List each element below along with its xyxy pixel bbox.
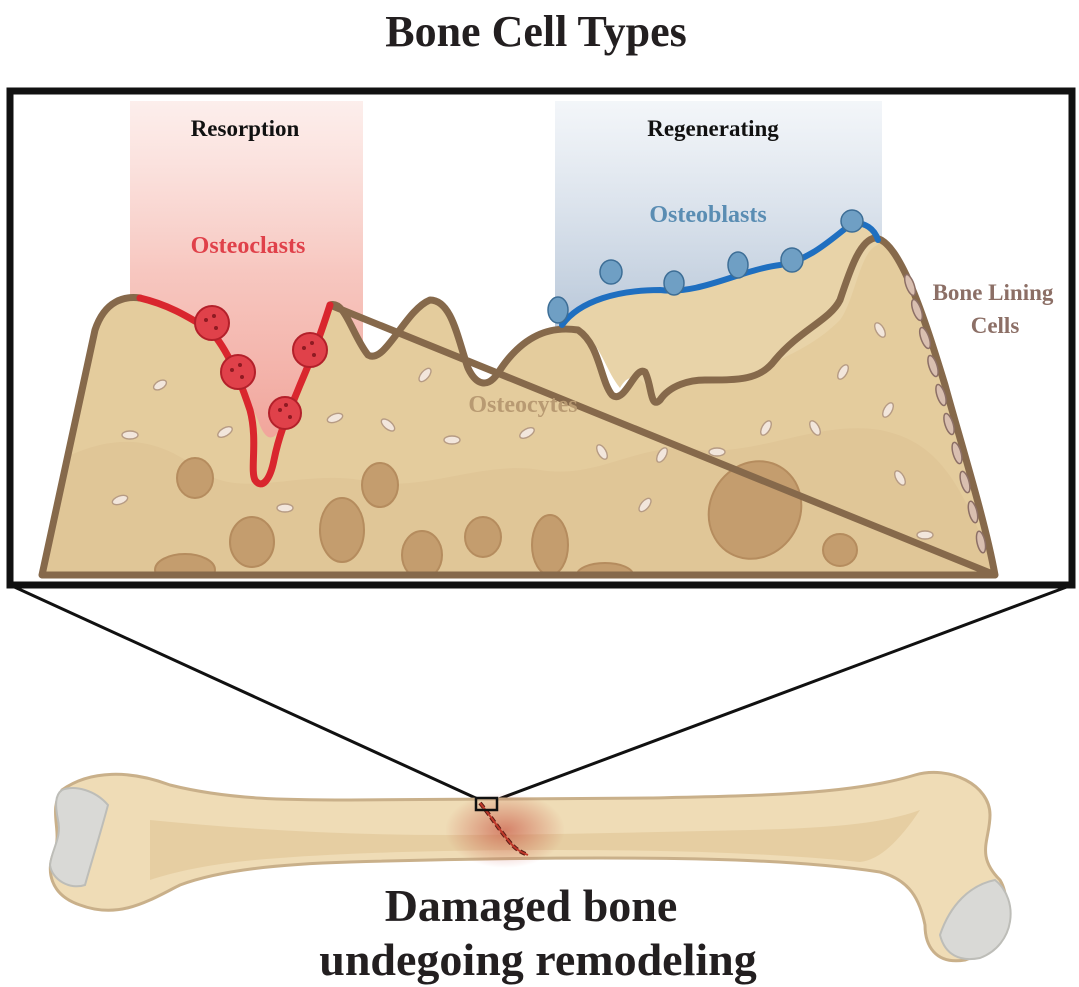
- osteoblast-cell: [664, 271, 684, 295]
- regenerating-label: Regenerating: [647, 116, 779, 141]
- damage-zone: [445, 792, 565, 868]
- osteoblasts-label: Osteoblasts: [649, 202, 766, 228]
- diagram-title: Bone Cell Types: [385, 7, 687, 56]
- femur: [50, 772, 1011, 960]
- osteoblast-cell: [781, 248, 803, 272]
- osteoclast-cell: [293, 333, 327, 367]
- osteoclasts-label: Osteoclasts: [191, 233, 306, 259]
- osteocytes-label: Osteocytes: [468, 392, 577, 418]
- osteoclast-cell: [195, 306, 229, 340]
- zoom-lines: [10, 585, 1072, 800]
- caption-line2: undegoing remodeling: [319, 934, 757, 985]
- bone-lining-label-line2: Cells: [971, 313, 1020, 338]
- resorption-label: Resorption: [191, 116, 300, 141]
- osteoblast-cell: [548, 297, 568, 323]
- caption-line1: Damaged bone: [385, 880, 678, 931]
- osteoclast-cell: [221, 355, 255, 389]
- osteoblast-cell: [728, 252, 748, 278]
- osteoblast-cell: [600, 260, 622, 284]
- osteoclast-cell: [269, 397, 301, 429]
- bone-lining-label-line1: Bone Lining: [933, 280, 1054, 305]
- osteoblast-cell: [841, 210, 863, 232]
